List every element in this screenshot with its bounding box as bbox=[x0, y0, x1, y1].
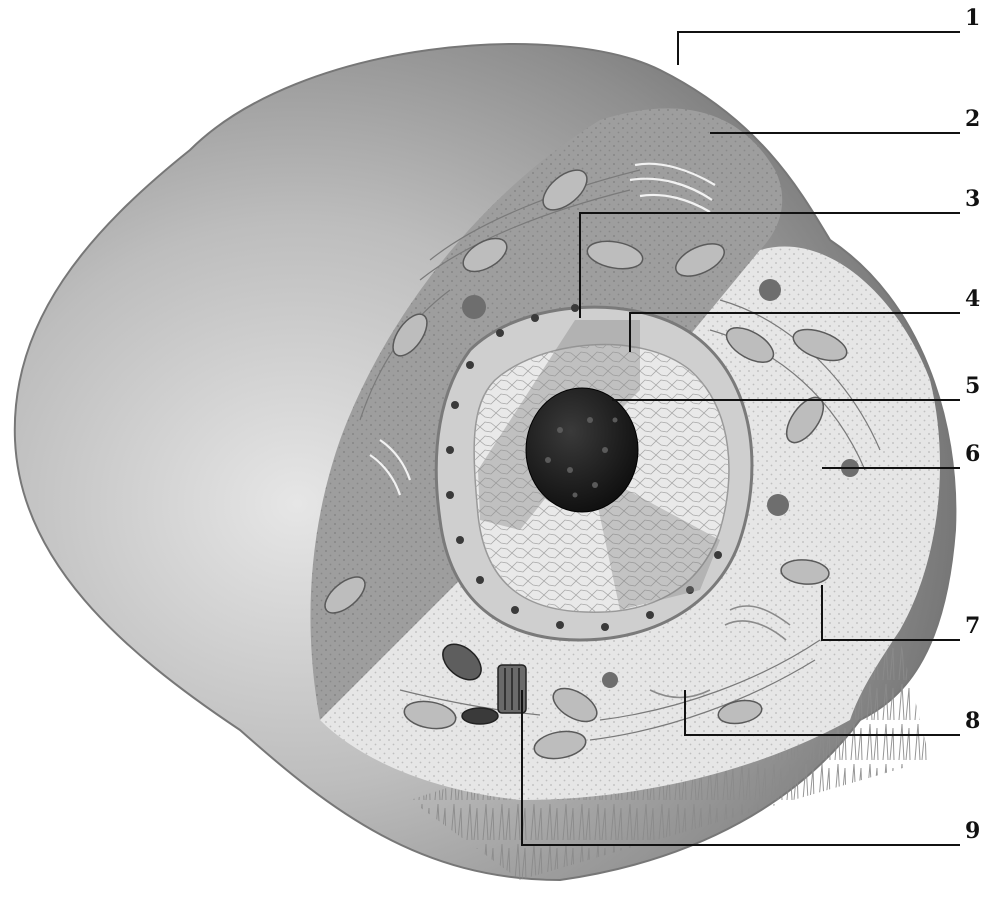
label-8: 8 bbox=[965, 708, 980, 734]
label-5: 5 bbox=[965, 373, 980, 399]
label-4: 4 bbox=[965, 286, 980, 312]
label-2: 2 bbox=[965, 106, 980, 132]
label-9: 9 bbox=[965, 818, 980, 844]
label-3: 3 bbox=[965, 186, 980, 212]
nucleolus bbox=[526, 388, 638, 512]
number-labels: 1 2 3 4 5 6 7 8 9 bbox=[965, 5, 980, 844]
label-7: 7 bbox=[965, 613, 980, 639]
leader-line-1 bbox=[678, 32, 960, 65]
label-6: 6 bbox=[965, 441, 980, 467]
label-1: 1 bbox=[965, 5, 980, 31]
